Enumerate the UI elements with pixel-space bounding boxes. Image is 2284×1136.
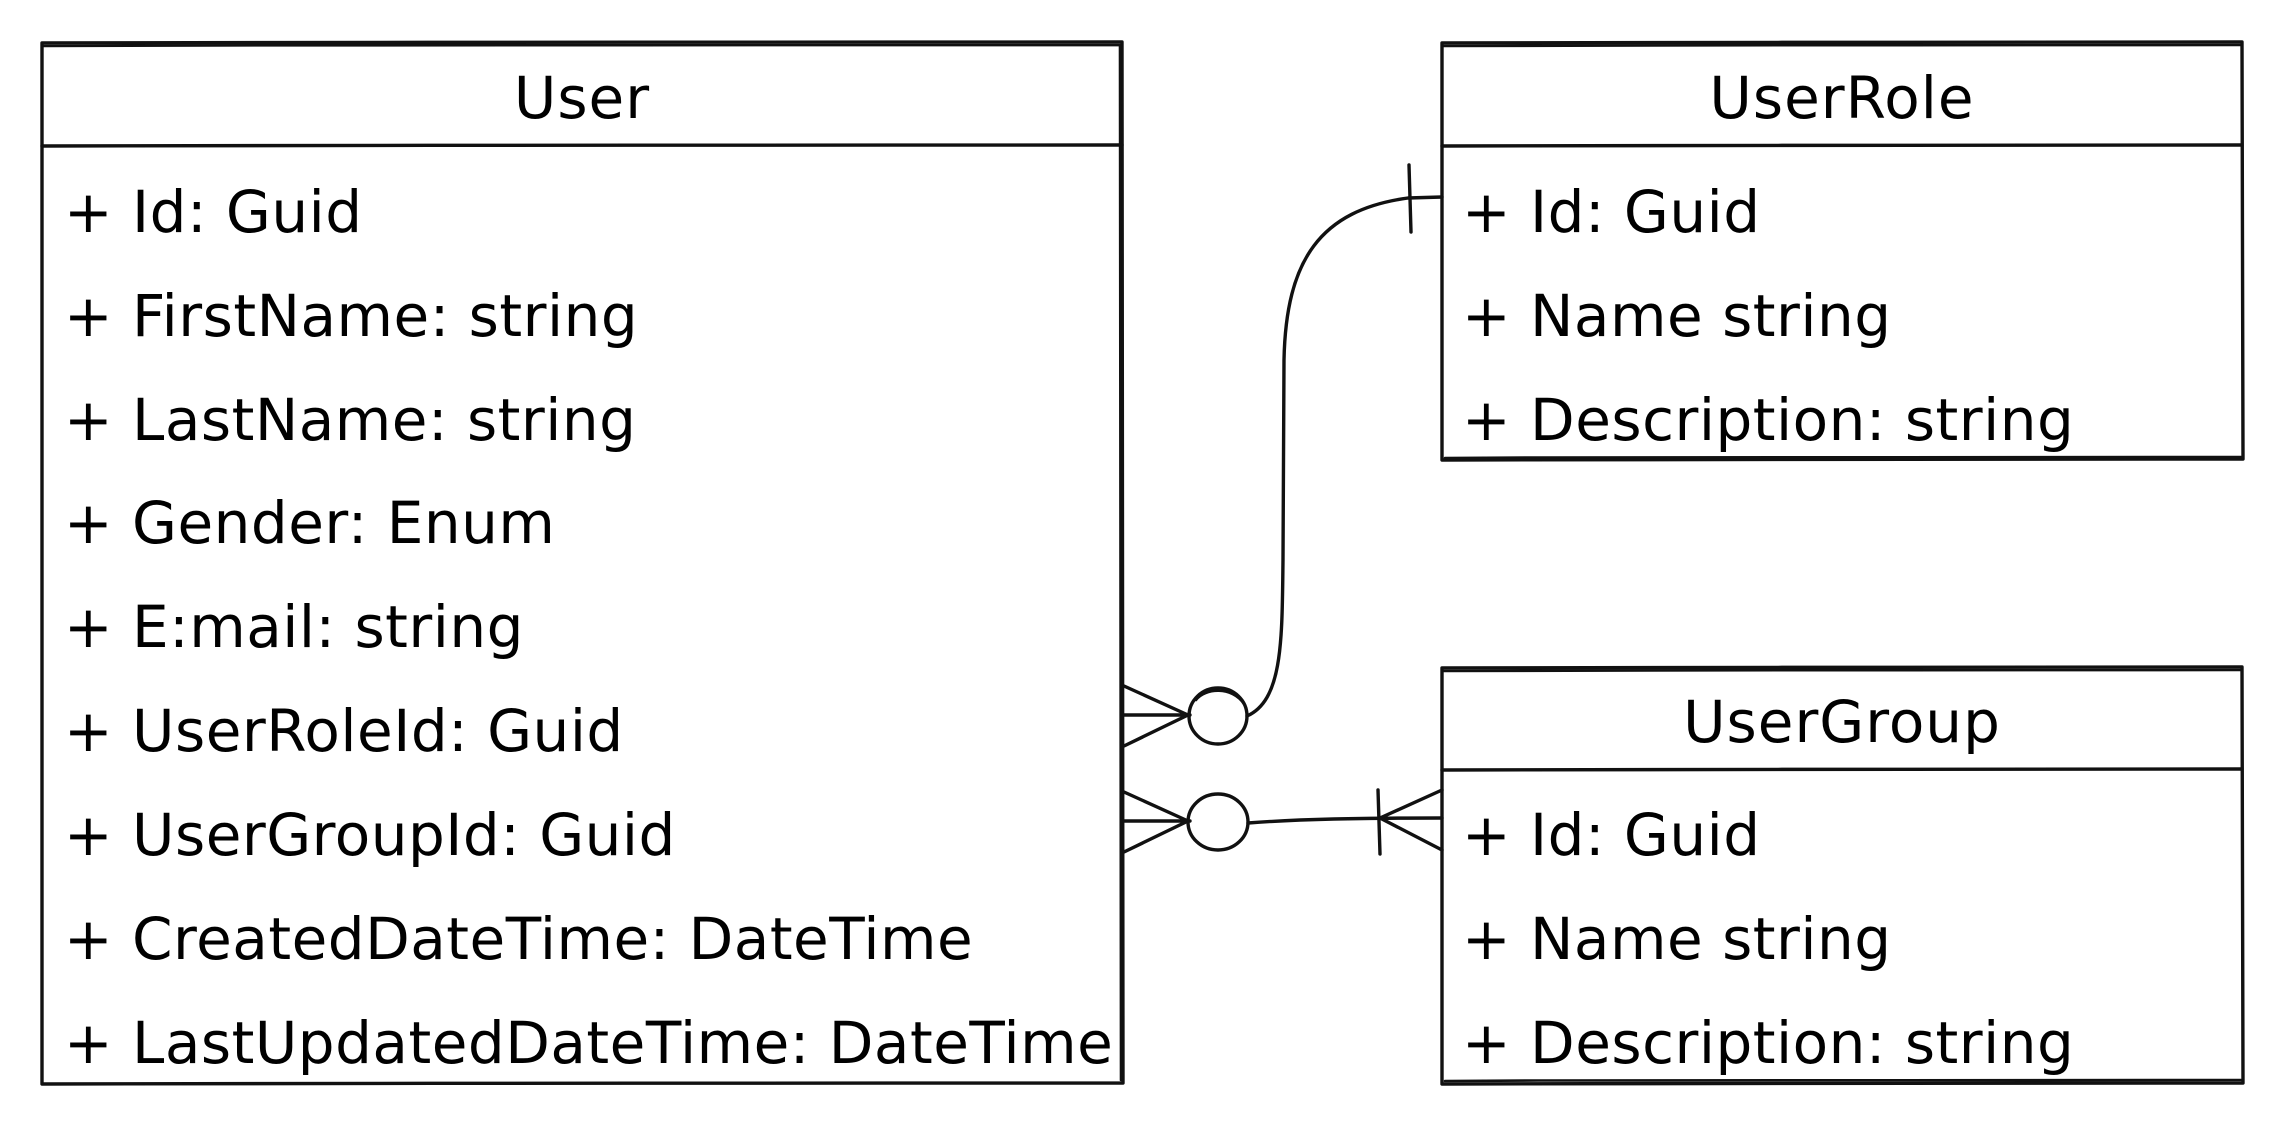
user-field-userroleid: + UserRoleId: Guid [64, 697, 624, 765]
user-field-createddatetime: + CreatedDateTime: DateTime [64, 905, 973, 973]
user-role-field-id: + Id: Guid [1462, 178, 1761, 246]
user-role-field-name: + Name string [1462, 282, 1892, 350]
crows-foot-icon [1122, 790, 1192, 854]
entity-user-border-sketch [42, 43, 1123, 1082]
crows-foot-icon [1122, 684, 1192, 748]
user-field-firstname: + FirstName: string [64, 282, 638, 350]
user-group-field-id: + Id: Guid [1462, 801, 1761, 869]
user-field-lastname: + LastName: string [64, 386, 636, 454]
zero-circle-icon [1186, 792, 1250, 852]
user-field-usergroupid: + UserGroupId: Guid [64, 801, 676, 869]
one-bar-icon [1376, 788, 1382, 856]
one-bar-icon [1407, 163, 1413, 234]
entity-user-border [40, 40, 1125, 1086]
entity-user-role-border [1440, 40, 2245, 462]
entity-user-header-divider [40, 143, 1124, 148]
relationship-line-userrole [1245, 195, 1444, 718]
entity-user-group-header-divider [1440, 767, 2244, 772]
user-field-lastupdateddatetime: + LastUpdatedDateTime: DateTime [64, 1009, 1113, 1077]
entity-user-role-header-divider [1440, 143, 2244, 148]
entity-user-role-border-sketch [1442, 43, 2243, 460]
user-group-field-description: + Description: string [1462, 1009, 2074, 1077]
user-role-field-description: + Description: string [1462, 386, 2074, 454]
relationship-line-usergroup [1246, 816, 1444, 825]
entity-user-role-title: UserRole [1709, 64, 1974, 132]
user-field-id: + Id: Guid [64, 178, 363, 246]
entity-user-group-border-sketch [1442, 668, 2243, 1083]
relationship-user-userrole[interactable] [1122, 163, 1444, 748]
user-field-email: + E:mail: string [64, 593, 524, 661]
relationship-user-usergroup[interactable] [1122, 788, 1444, 856]
entity-user-group-title: UserGroup [1683, 688, 2001, 756]
entity-user-group[interactable]: UserGroup + Id: Guid + Name string + Des… [1440, 665, 2245, 1086]
entity-user-title: User [514, 64, 650, 132]
user-field-gender: + Gender: Enum [64, 489, 555, 557]
crows-foot-icon [1378, 788, 1444, 852]
entity-user-group-border [1440, 665, 2245, 1086]
user-group-field-name: + Name string [1462, 905, 1892, 973]
entity-user[interactable]: User + Id: Guid + FirstName: string + La… [40, 40, 1125, 1086]
entity-user-role[interactable]: UserRole + Id: Guid + Name string + Desc… [1440, 40, 2245, 462]
zero-circle-sketch [1194, 689, 1246, 706]
